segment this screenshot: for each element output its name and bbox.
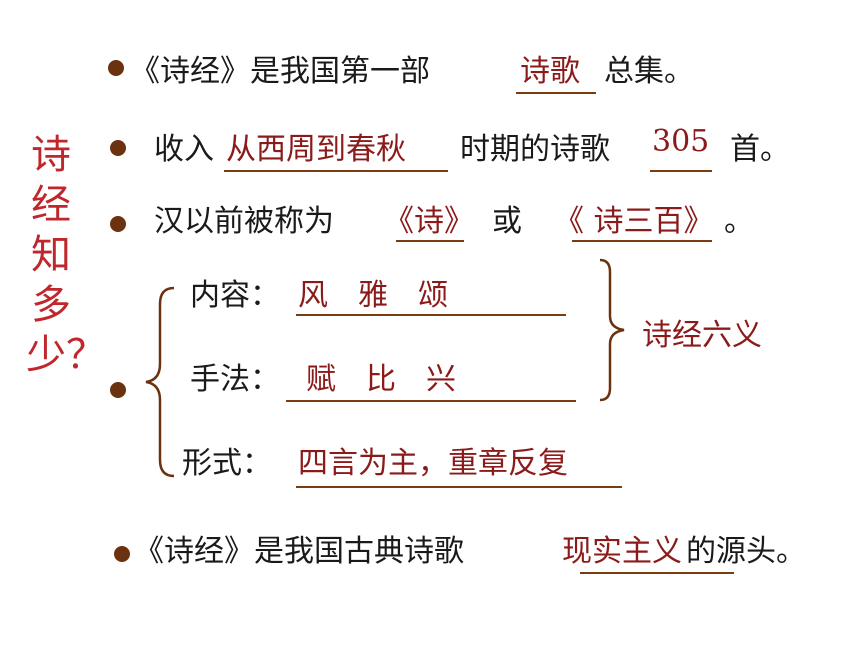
form-underline: [296, 486, 622, 488]
line3-pre: 汉以前被称为: [154, 204, 334, 239]
line1-answer: 诗歌: [520, 54, 580, 89]
form-value: 四言为主，重章反复: [298, 446, 568, 481]
line5-pre: 《诗经》是我国古典诗歌: [134, 534, 464, 569]
line2-post: 首。: [730, 132, 790, 167]
line1-post: 总集。: [604, 54, 694, 89]
content-label: 内容：: [190, 278, 280, 313]
line1-answer-underline: [516, 92, 596, 94]
content-value: 风 雅 颂: [298, 278, 448, 313]
left-brace: [145, 286, 175, 478]
line2-answer2: 305: [652, 124, 710, 159]
bullet-3: [110, 216, 126, 232]
method-label: 手法：: [190, 362, 280, 397]
content-underline: [296, 314, 566, 316]
form-label: 形式：: [182, 446, 272, 481]
line3-answer2-underline: [572, 240, 712, 242]
line2-answer1-underline: [224, 170, 448, 172]
bullet-5: [114, 546, 130, 562]
line5-answer-underline: [580, 572, 734, 574]
bullet-1: [108, 60, 124, 76]
side-title: 诗经知多少？: [26, 132, 106, 378]
line2-answer2-underline: [650, 170, 712, 172]
method-underline: [286, 400, 576, 402]
line5-post: 的源头。: [686, 534, 806, 569]
line3-answer2: 《 诗三百》: [554, 204, 714, 239]
line2-mid: 时期的诗歌: [460, 132, 610, 167]
line3-mid: 或: [492, 204, 522, 239]
line3-answer1: 《诗》: [384, 204, 474, 239]
six-meanings-label: 诗经六义: [642, 318, 762, 353]
bullet-4: [110, 382, 126, 398]
bullet-2: [110, 140, 126, 156]
line2-answer1: 从西周到春秋: [226, 132, 406, 167]
line2-pre: 收入: [154, 132, 214, 167]
line5-answer: 现实主义: [562, 534, 682, 569]
line3-answer1-underline: [396, 240, 464, 242]
right-brace: [599, 258, 625, 402]
line1-pre: 《诗经》是我国第一部: [130, 54, 430, 89]
line3-post: 。: [724, 204, 754, 239]
method-value: 赋 比 兴: [306, 362, 456, 397]
